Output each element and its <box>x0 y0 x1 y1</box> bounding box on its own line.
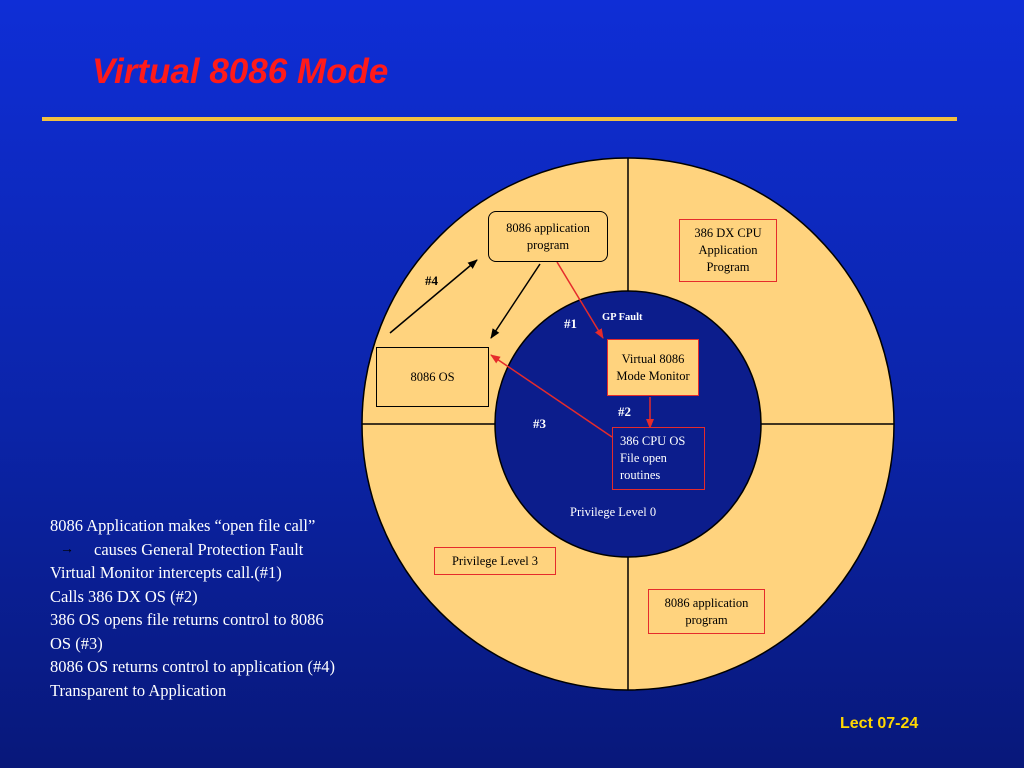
box-line: 386 DX CPU <box>694 226 762 240</box>
arrow-app-to-os <box>490 263 541 339</box>
explanation-notes: 8086 Application makes “open file call” … <box>50 514 410 702</box>
label-step3: #3 <box>533 416 546 431</box>
label-step1: #1 <box>564 316 577 331</box>
arrow-step3 <box>490 354 613 438</box>
box-line: Mode Monitor <box>616 368 690 383</box>
arrow-step1 <box>556 261 604 339</box>
label-gp-fault: GP Fault <box>602 312 643 323</box>
box-8086-app-top: 8086 application program <box>488 211 608 262</box>
note-line: Calls 386 DX OS (#2) <box>50 586 198 606</box>
box-line: File open <box>620 451 667 465</box>
box-line: routines <box>620 468 661 482</box>
box-privilege-level-3: Privilege Level 3 <box>434 547 556 575</box>
box-line: Privilege Level 3 <box>451 553 539 568</box>
box-8086-app-bottom: 8086 application program <box>648 589 765 634</box>
box-virtual-monitor: Virtual 8086 Mode Monitor <box>607 339 699 396</box>
label-privilege-level-0: Privilege Level 0 <box>570 505 657 519</box>
note-line: 8086 OS returns control to application (… <box>50 657 336 676</box>
label-step4: #4 <box>425 273 438 288</box>
box-line: Program <box>706 260 750 274</box>
box-386-cpu-app: 386 DX CPU Application Program <box>679 219 777 282</box>
box-line: 8086 OS <box>410 369 455 384</box>
arrow-icon: → <box>60 541 74 557</box>
box-line: 8086 application <box>506 220 590 235</box>
note-text: causes General Protection Fault <box>94 539 304 559</box>
note-line: 386 OS opens file returns control to 808… <box>50 610 324 629</box>
label-step2: #2 <box>618 404 631 419</box>
slide-footer: Lect 07-24 <box>840 715 919 732</box>
box-line: 386 CPU OS <box>620 434 686 448</box>
note-line: → causes General Protection Fault <box>50 538 410 562</box>
box-386-cpu-os: 386 CPU OS File open routines <box>612 427 705 490</box>
box-line: program <box>685 612 728 627</box>
box-line: program <box>526 237 570 252</box>
note-line: OS (#3) <box>50 633 103 653</box>
box-line: Application <box>698 243 758 257</box>
box-line: 8086 application <box>664 595 749 610</box>
note-line: Virtual Monitor intercepts call.(#1) <box>50 563 282 582</box>
box-line: Virtual 8086 <box>621 351 685 366</box>
slide-title: Virtual 8086 Mode <box>92 52 389 91</box>
box-8086-os: 8086 OS <box>376 347 489 407</box>
note-line: Transparent to Application <box>50 680 227 700</box>
note-line: 8086 Application makes “open file call” <box>50 516 316 535</box>
arrow-step4 <box>389 259 478 334</box>
title-underline <box>42 117 957 121</box>
